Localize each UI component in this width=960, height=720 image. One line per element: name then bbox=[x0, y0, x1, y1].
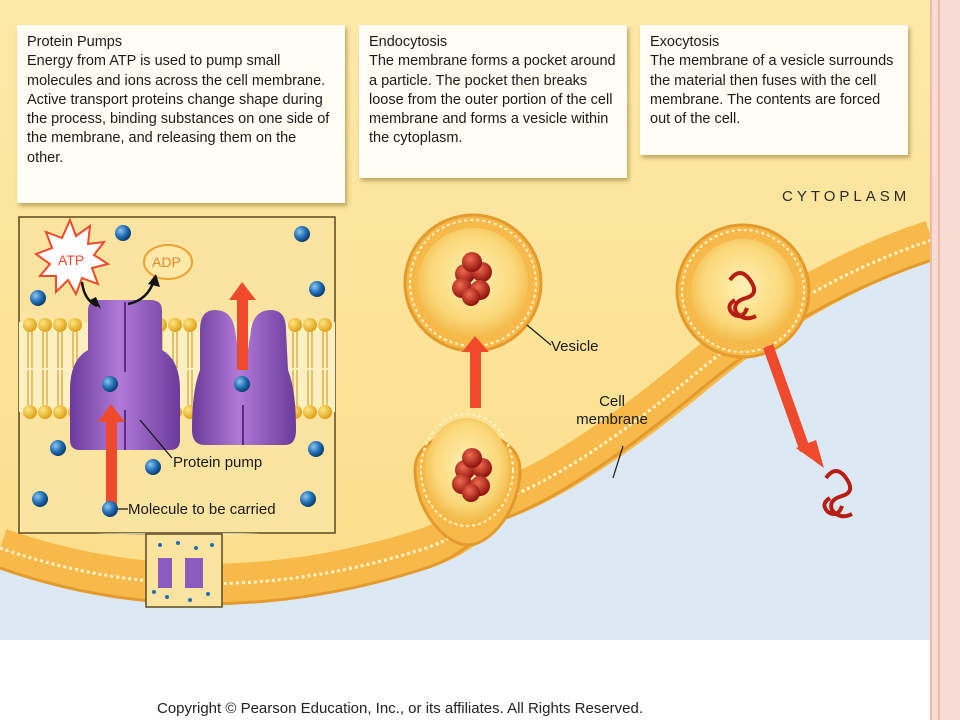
exocytosis-box: Exocytosis The membrane of a vesicle sur… bbox=[640, 25, 908, 155]
cell-membrane-leader-line bbox=[612, 445, 624, 479]
endocytosis-particle-upper bbox=[452, 252, 492, 306]
exocytosis-vesicle bbox=[675, 223, 811, 359]
cytoplasm-label: CYTOPLASM bbox=[782, 188, 911, 205]
vesicle-leader-line bbox=[526, 324, 552, 346]
endocytosis-box: Endocytosis The membrane forms a pocket … bbox=[359, 25, 627, 178]
exocytosis-arrow bbox=[763, 344, 824, 468]
exported-contents bbox=[822, 469, 853, 519]
atp-label: ATP bbox=[58, 252, 84, 268]
molecules bbox=[30, 225, 325, 517]
exocytosis-contents bbox=[727, 271, 757, 321]
copyright-text: Copyright © Pearson Education, Inc., or … bbox=[157, 700, 644, 717]
protein-pump-inset: ATP ADP bbox=[18, 216, 336, 534]
slide-border bbox=[930, 0, 960, 720]
cell-membrane-label-line2: membrane bbox=[576, 411, 648, 428]
endocytosis-arrow bbox=[462, 336, 489, 408]
atp-arrow bbox=[80, 281, 98, 308]
pump-arrow-right bbox=[229, 282, 256, 370]
exocytosis-body: The membrane of a vesicle surrounds the … bbox=[650, 53, 894, 128]
bottom-margin bbox=[0, 640, 932, 720]
protein-pump-label: Protein pump bbox=[173, 454, 263, 471]
cell-membrane-label: Cell membrane bbox=[567, 393, 657, 429]
adp-oval bbox=[143, 244, 193, 280]
inset-thumbnail bbox=[145, 533, 223, 608]
protein-pumps-box: Protein Pumps Energy from ATP is used to… bbox=[17, 25, 345, 203]
cell-membrane-label-line1: Cell bbox=[599, 393, 625, 410]
protein-pumps-title: Protein Pumps bbox=[27, 34, 123, 50]
endocytosis-body: The membrane forms a pocket around a par… bbox=[369, 53, 616, 147]
adp-label: ADP bbox=[152, 254, 181, 270]
protein-pumps-body: Energy from ATP is used to pump small mo… bbox=[27, 53, 330, 166]
atp-starburst-icon bbox=[33, 217, 111, 297]
endocytosis-title: Endocytosis bbox=[369, 34, 448, 50]
molecule-label: Molecule to be carried bbox=[128, 501, 276, 518]
vesicle-label: Vesicle bbox=[551, 338, 599, 355]
pump-arrow-left bbox=[98, 404, 125, 505]
protein-pump-left bbox=[70, 300, 180, 450]
protein-pump-leader-line bbox=[139, 419, 173, 459]
exocytosis-title: Exocytosis bbox=[650, 34, 720, 50]
endocytosis-particle-lower bbox=[452, 448, 492, 502]
